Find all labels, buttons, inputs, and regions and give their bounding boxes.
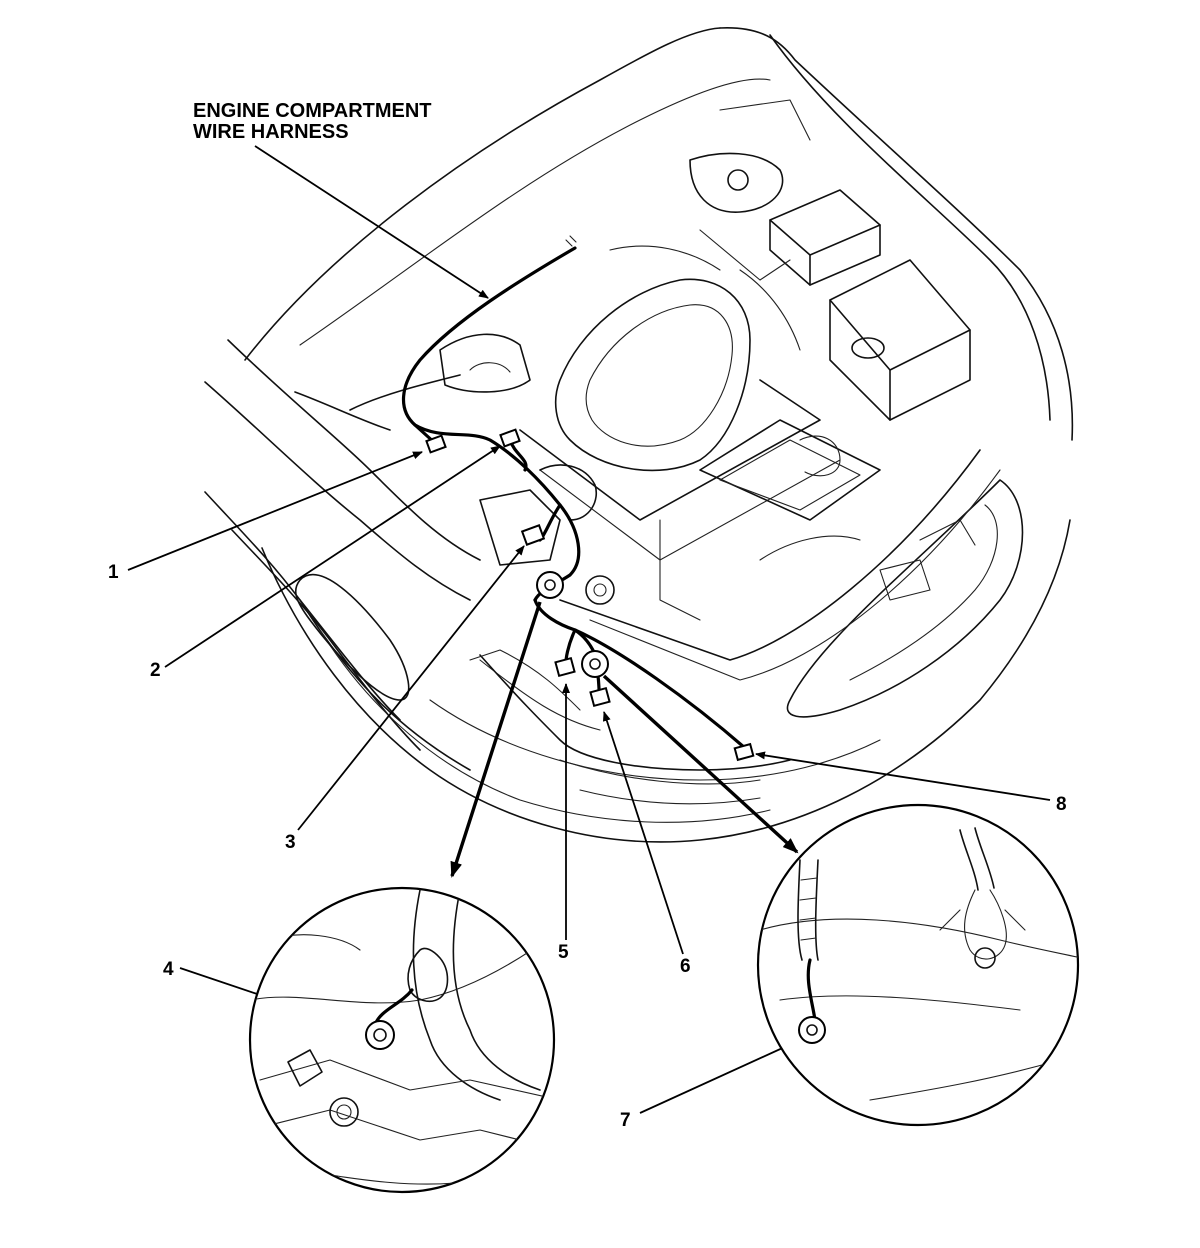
callout-1: 1 <box>108 562 119 583</box>
title-line-2: WIRE HARNESS <box>193 121 349 143</box>
connectors <box>425 428 755 762</box>
callout-3: 3 <box>285 832 296 853</box>
callout-labels: 1 2 3 4 5 6 7 8 <box>108 562 1067 1131</box>
callout-leaders <box>127 445 1051 1114</box>
detail-circle-right <box>756 803 1080 1127</box>
car-body <box>204 27 1074 843</box>
detail-circle-left <box>248 886 556 1194</box>
callout-7: 7 <box>620 1110 631 1131</box>
callout-4: 4 <box>163 959 174 980</box>
title-leader <box>254 145 489 299</box>
callout-2: 2 <box>150 660 161 681</box>
callout-5: 5 <box>558 942 569 963</box>
callout-8: 8 <box>1056 794 1067 815</box>
engine-compartment <box>439 99 1001 681</box>
callout-6: 6 <box>680 956 691 977</box>
title-line-1: ENGINE COMPARTMENT <box>193 100 432 122</box>
